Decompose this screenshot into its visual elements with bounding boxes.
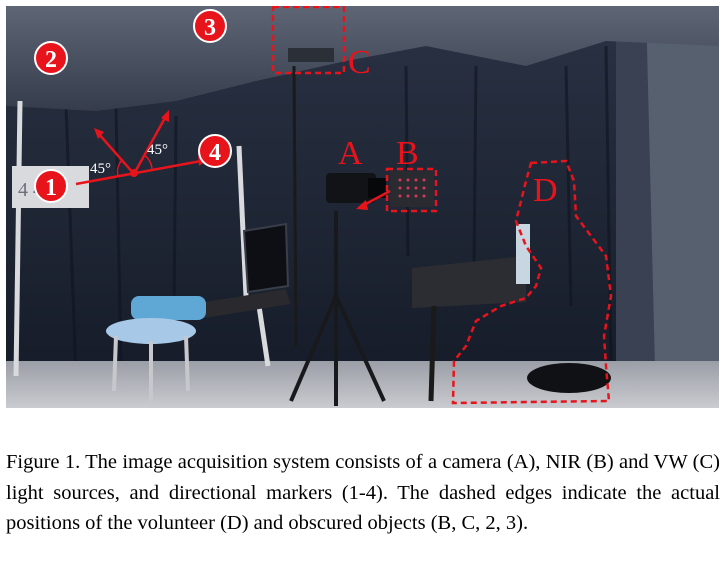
vw-light-source: [288, 48, 334, 62]
marker-3: 3: [193, 9, 227, 43]
light-stand: [292, 65, 298, 347]
nir-led-grid: [398, 178, 426, 198]
angle-arrow-right: [132, 115, 168, 175]
marker-1-number: 1: [45, 175, 57, 201]
angle-baseline: [75, 159, 202, 186]
figure-caption: Figure 1. The image acquisition system c…: [6, 451, 720, 534]
camera-tripod: [289, 211, 386, 406]
right-table: [412, 256, 526, 308]
tent-poles: [13, 100, 271, 377]
b-arrow-head: [356, 200, 368, 210]
laptop-screen: [242, 222, 290, 294]
angle-arrow-left-head: [94, 128, 104, 139]
nir-light-source: [390, 171, 434, 207]
label-a: A: [338, 135, 363, 172]
curtain-folds: [64, 45, 613, 377]
chin-rest: [516, 224, 530, 284]
angle-arrow-right-head: [161, 110, 169, 122]
tent-canopy: [6, 6, 719, 111]
label-c: C: [348, 44, 371, 81]
annotations: 45° 45° A B C D 1 2 3 4: [34, 6, 613, 405]
right-table-leg: [428, 305, 437, 402]
angle-origin: [130, 169, 138, 177]
marker-2-number: 2: [45, 47, 57, 73]
angle-arrow-left: [97, 132, 135, 175]
keyboard-mat: [131, 296, 206, 320]
marker-4-number: 4: [209, 140, 221, 166]
right-wall-curtain: [646, 6, 719, 408]
floor-stool: [527, 363, 611, 393]
acquisition-system-photo: 4 4: [6, 6, 719, 408]
marker-2: 2: [34, 41, 68, 75]
angle-label-left: 45°: [90, 161, 111, 177]
camera-lens: [368, 178, 386, 198]
label-b: B: [396, 135, 419, 172]
dashed-box-b: [385, 167, 438, 213]
angle-arc-left: [116, 159, 123, 177]
volunteer-outline-d: [451, 159, 613, 405]
camera-body: [326, 173, 376, 203]
marker-4: 4: [198, 134, 232, 168]
laptop-desk: [181, 289, 290, 321]
stool-legs: [112, 335, 190, 401]
label-d: D: [533, 172, 558, 209]
marker-3-number: 3: [204, 15, 216, 41]
dashed-box-c: [271, 6, 346, 75]
marker-1: 1: [34, 169, 68, 203]
angle-label-right: 45°: [147, 142, 168, 158]
stool-seat: [106, 318, 196, 344]
angle-arc-right: [143, 154, 153, 171]
